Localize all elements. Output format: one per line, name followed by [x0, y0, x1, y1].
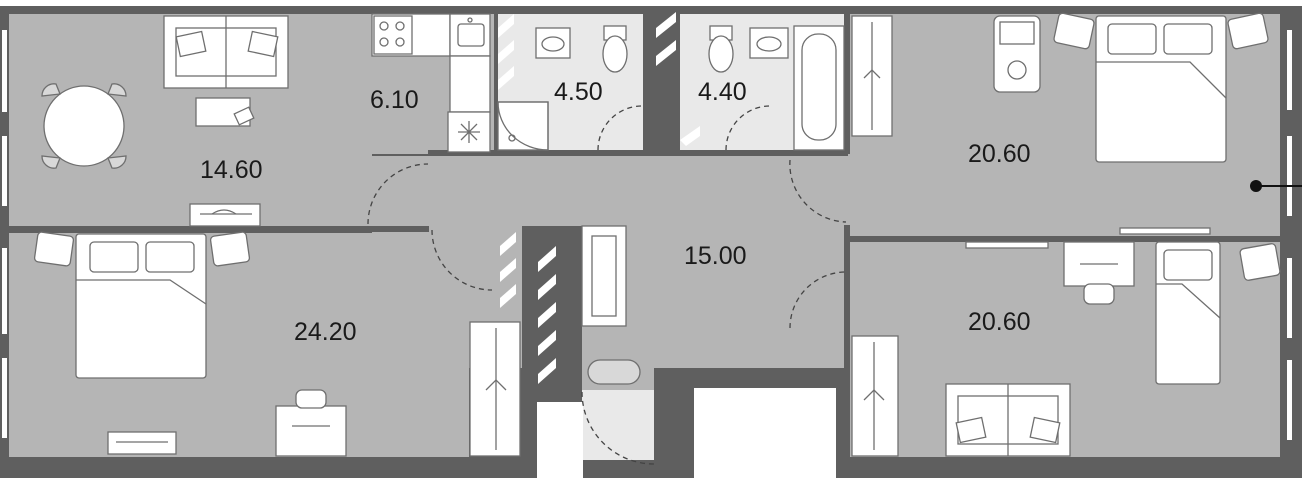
bath-stripe-d — [656, 12, 676, 38]
tv-icon — [1119, 227, 1211, 235]
kitchen-furniture — [371, 13, 491, 153]
wall-kitchen-hall — [428, 150, 848, 156]
shelf-icon — [581, 225, 627, 327]
hatched-elements — [498, 12, 700, 384]
room-area-label: 4.50 — [554, 78, 603, 106]
entrance-exterior — [694, 388, 836, 478]
partition-stripe-a — [500, 232, 516, 256]
floor-vestibule — [582, 390, 654, 460]
shaft-stripe-b — [538, 274, 556, 300]
sink-icon — [749, 27, 789, 59]
living-furniture — [41, 15, 289, 227]
nightstand-icon — [209, 231, 251, 267]
nightstand-icon — [1227, 12, 1269, 50]
bath-stripe-e — [656, 40, 676, 66]
wall-bath1-left — [494, 14, 498, 154]
window-right-3 — [1287, 258, 1292, 338]
window-right-2 — [1287, 136, 1292, 216]
desk-icon — [275, 405, 347, 457]
wall-beds-east — [848, 236, 1280, 242]
window-right-4 — [1287, 360, 1292, 440]
chair-icon — [1083, 283, 1115, 305]
bath-stripe-b — [498, 40, 514, 64]
toilet-icon — [708, 25, 734, 73]
wall-hall-east — [844, 225, 850, 461]
windows — [2, 30, 1292, 440]
wardrobe-icon — [469, 321, 521, 457]
nightstand-icon — [1053, 12, 1095, 50]
room-area-label: 4.40 — [698, 78, 747, 106]
tv-icon — [107, 431, 177, 455]
window-right-1 — [1287, 30, 1292, 110]
nightstand-icon — [1239, 243, 1281, 281]
shaft-stripe-c — [538, 302, 556, 328]
bath-stripe-f — [680, 126, 700, 146]
dining-table-icon — [41, 83, 127, 169]
sink-icon — [535, 27, 571, 59]
partition-stripe-b — [500, 258, 516, 282]
shaft-stripe-a — [538, 246, 556, 272]
door-swing-icon — [789, 271, 847, 329]
wall-bath2-right — [844, 14, 850, 154]
entrance-exterior-left — [537, 402, 583, 478]
window-left-1 — [2, 30, 7, 112]
stove-icon — [373, 15, 413, 55]
bed-icon — [1155, 241, 1221, 385]
bathroom-1-fixtures — [497, 25, 628, 151]
nightstand-icon — [33, 231, 75, 267]
door-swing-icon — [581, 391, 655, 465]
room-area-label: 24.20 — [294, 318, 357, 346]
bath-stripe-c — [498, 66, 514, 90]
room-area-label: 6.10 — [370, 86, 419, 114]
door-swing-icon — [431, 229, 493, 291]
room-area-label: 15.00 — [684, 242, 747, 270]
shower-icon — [497, 101, 549, 151]
bedroom-ne-furniture — [993, 12, 1269, 235]
wall-vestibule-right — [654, 372, 694, 392]
toilet-icon — [602, 25, 628, 73]
desk-icon — [1063, 241, 1135, 287]
sofa-icon — [163, 15, 289, 89]
door-swing-icon — [789, 159, 847, 223]
bed-icon — [75, 233, 207, 379]
bathtub-icon — [793, 25, 845, 151]
shaft-stripe-d — [538, 330, 556, 356]
window-left-2 — [2, 136, 7, 206]
bedroom-se-furniture — [851, 241, 1281, 457]
bedroom-sw-furniture — [33, 231, 347, 457]
room-area-label: 20.60 — [968, 308, 1031, 336]
entrance-marker-icon — [1250, 180, 1302, 192]
window-left-3 — [2, 248, 7, 334]
wall-living-bed — [9, 226, 429, 232]
crib-icon — [993, 15, 1041, 93]
doors — [367, 105, 847, 465]
bathroom-2-fixtures — [708, 25, 845, 151]
hallway-furniture — [469, 225, 641, 457]
door-swing-icon — [367, 163, 429, 225]
sofa-icon — [945, 383, 1071, 457]
sink-icon — [449, 13, 491, 57]
bath-stripe-a — [498, 14, 514, 38]
shaft-stripe-e — [538, 358, 556, 384]
chair-icon — [295, 389, 327, 409]
tv-icon — [965, 241, 1049, 249]
room-area-label: 14.60 — [200, 156, 263, 184]
wardrobe-icon — [851, 15, 893, 137]
window-left-4 — [2, 358, 7, 438]
bench-icon — [195, 97, 255, 127]
tv-icon — [189, 203, 261, 227]
bed-icon — [1095, 15, 1227, 163]
wardrobe-icon — [851, 335, 899, 457]
bench-icon — [587, 359, 641, 385]
area-labels: 14.60 6.10 4.50 4.40 20.60 24.20 15.00 2… — [200, 78, 1031, 346]
partition-stripe-c — [500, 284, 516, 308]
fridge-icon — [447, 111, 491, 153]
room-area-label: 20.60 — [968, 140, 1031, 168]
